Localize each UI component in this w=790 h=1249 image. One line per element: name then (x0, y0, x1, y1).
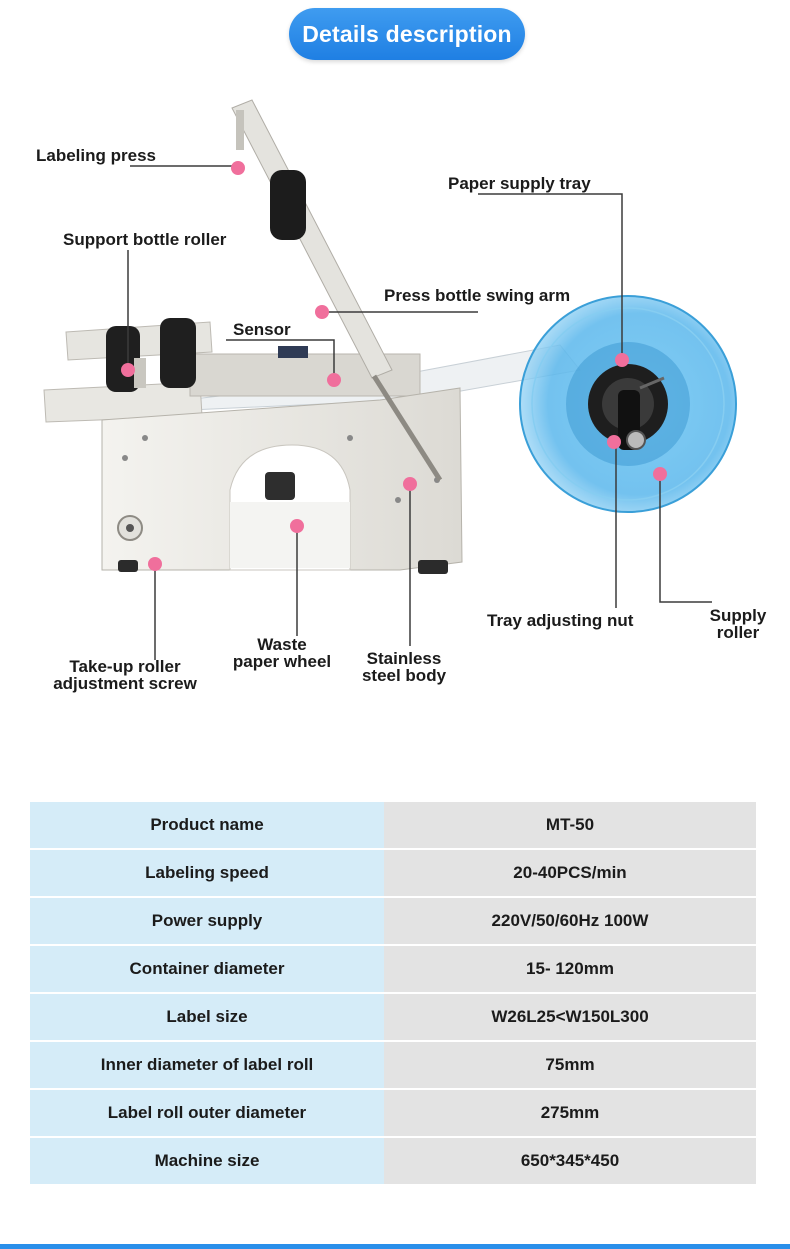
spec-key: Label roll outer diameter (30, 1089, 384, 1138)
label-waste-paper-wheel: Waste paper wheel (232, 635, 332, 671)
label-stainless-steel-body: Stainless steel body (361, 649, 447, 685)
label-take-up-roller-screw: Take-up roller adjustment screw (53, 657, 197, 693)
callout-lines (127, 165, 712, 660)
callout-markers (121, 161, 667, 571)
label-supply-roller: Supply roller (709, 606, 767, 642)
bottom-accent-line (0, 1244, 790, 1249)
spec-key: Container diameter (30, 945, 384, 994)
label-labeling-press: Labeling press (36, 146, 156, 165)
spec-key: Machine size (30, 1137, 384, 1186)
machine-diagram: Labeling press Support bottle roller Sen… (0, 70, 790, 710)
spec-value: 20-40PCS/min (384, 849, 756, 898)
spec-value: 220V/50/60Hz 100W (384, 897, 756, 946)
label-support-bottle-roller: Support bottle roller (63, 230, 227, 249)
section-title: Details description (302, 20, 512, 47)
spec-key: Power supply (30, 897, 384, 946)
labeling-press-arm (231, 99, 443, 482)
label-paper-supply-tray: Paper supply tray (448, 174, 591, 193)
section-title-pill: Details description (289, 8, 525, 60)
label-press-bottle-swing-arm: Press bottle swing arm (384, 286, 571, 305)
spec-value: 275mm (384, 1089, 756, 1138)
spec-key: Label size (30, 993, 384, 1042)
label-tray-adjusting-nut: Tray adjusting nut (487, 611, 634, 630)
spec-value: MT-50 (384, 802, 756, 850)
sensor-unit (278, 346, 308, 358)
label-sensor: Sensor (233, 320, 291, 339)
spec-key: Labeling speed (30, 849, 384, 898)
stainless-steel-body (101, 387, 463, 574)
spec-value: 15- 120mm (384, 945, 756, 994)
spec-value: 75mm (384, 1041, 756, 1090)
spec-value: W26L25<W150L300 (384, 993, 756, 1042)
spec-key: Inner diameter of label roll (30, 1041, 384, 1090)
spec-key: Product name (30, 802, 384, 850)
paper-supply-tray (519, 295, 737, 513)
spec-value: 650*345*450 (384, 1137, 756, 1186)
labeling-machine-illustration (43, 99, 737, 660)
